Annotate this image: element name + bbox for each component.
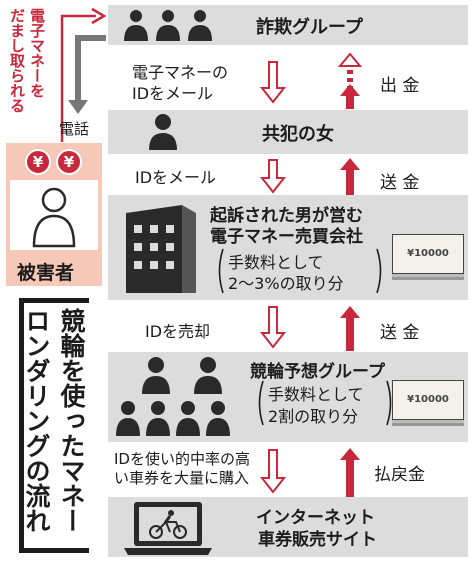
phone-arrow [68,35,106,114]
company-label-line2: 電子マネー売買会社 [210,227,363,247]
site-label-line1: インターネット [256,508,375,528]
victim-label: 被害者 [17,262,75,284]
keirin-fee-line1: 手数料として [268,385,364,404]
sell-id-label: IDを売却 [145,322,211,341]
down-arrow-email-top [259,61,287,104]
up-arrow-send-money-1 [340,158,360,195]
title-top-bar [19,298,89,303]
send-money-label-1: 送 金 [380,173,420,193]
email-id-label-line2: IDをメール [132,84,214,103]
up-arrow-send-money-2 [340,306,360,351]
up-arrow-payout [340,448,360,497]
accomplice-label: 共犯の女 [262,124,334,145]
company-fee-line1: 手数料として [228,253,324,272]
deceived-label-line1: 電子マネーを [28,8,46,98]
building-icon [126,205,196,293]
phone-label: 電話 [59,120,90,138]
send-money-label-2: 送 金 [380,323,420,343]
email-id-label-line1: 電子マネーの [132,63,229,82]
down-arrow-email-mid [259,159,287,194]
deceived-label-line2: だまし取られる [8,8,26,113]
fraud-group-label: 詐欺グループ [256,17,363,38]
banknote-stack-icon: ¥10000 [392,380,464,420]
payout-label: 払戻金 [374,465,425,485]
keirin-fee-brackets [258,380,392,426]
keirin-people-icon [116,357,230,436]
buy-label-line2: い車券を大量に購入 [114,469,250,487]
out-money-label: 出 金 [380,76,420,96]
title-line2: ロンダリングの流れ [22,308,51,533]
victim-person-icon [32,187,76,248]
down-arrow-buy [259,449,287,494]
company-fee-brackets [218,248,382,294]
title-left-bar [19,298,24,553]
site-label-line2: 車券販売サイト [258,530,377,550]
title-bottom-bar [19,548,89,553]
yen-coin-icon: ¥ [56,149,82,175]
keirin-group-label: 競輪予想グループ [250,362,385,382]
up-arrow-out-money [340,84,360,109]
banknote-stack-icon: ¥10000 [392,234,464,274]
buy-label-line1: IDを使い的中率の高 [114,450,250,468]
down-arrow-sell-id [259,306,287,349]
title-line1: 競輪を使ったマネー [57,308,86,533]
yen-coin-icon: ¥ [25,149,51,175]
deceived-arrow [60,7,107,142]
keirin-fee-line2: 2割の取り分 [268,407,359,426]
people-group-icon [124,10,212,41]
company-fee-line2: 2～3%の取り分 [228,274,344,293]
email-id-mid-label: IDをメール [135,168,217,187]
company-label-line1: 起訴された男が営む [210,206,363,226]
person-icon [149,114,177,150]
laptop-cyclist-icon [124,502,212,555]
